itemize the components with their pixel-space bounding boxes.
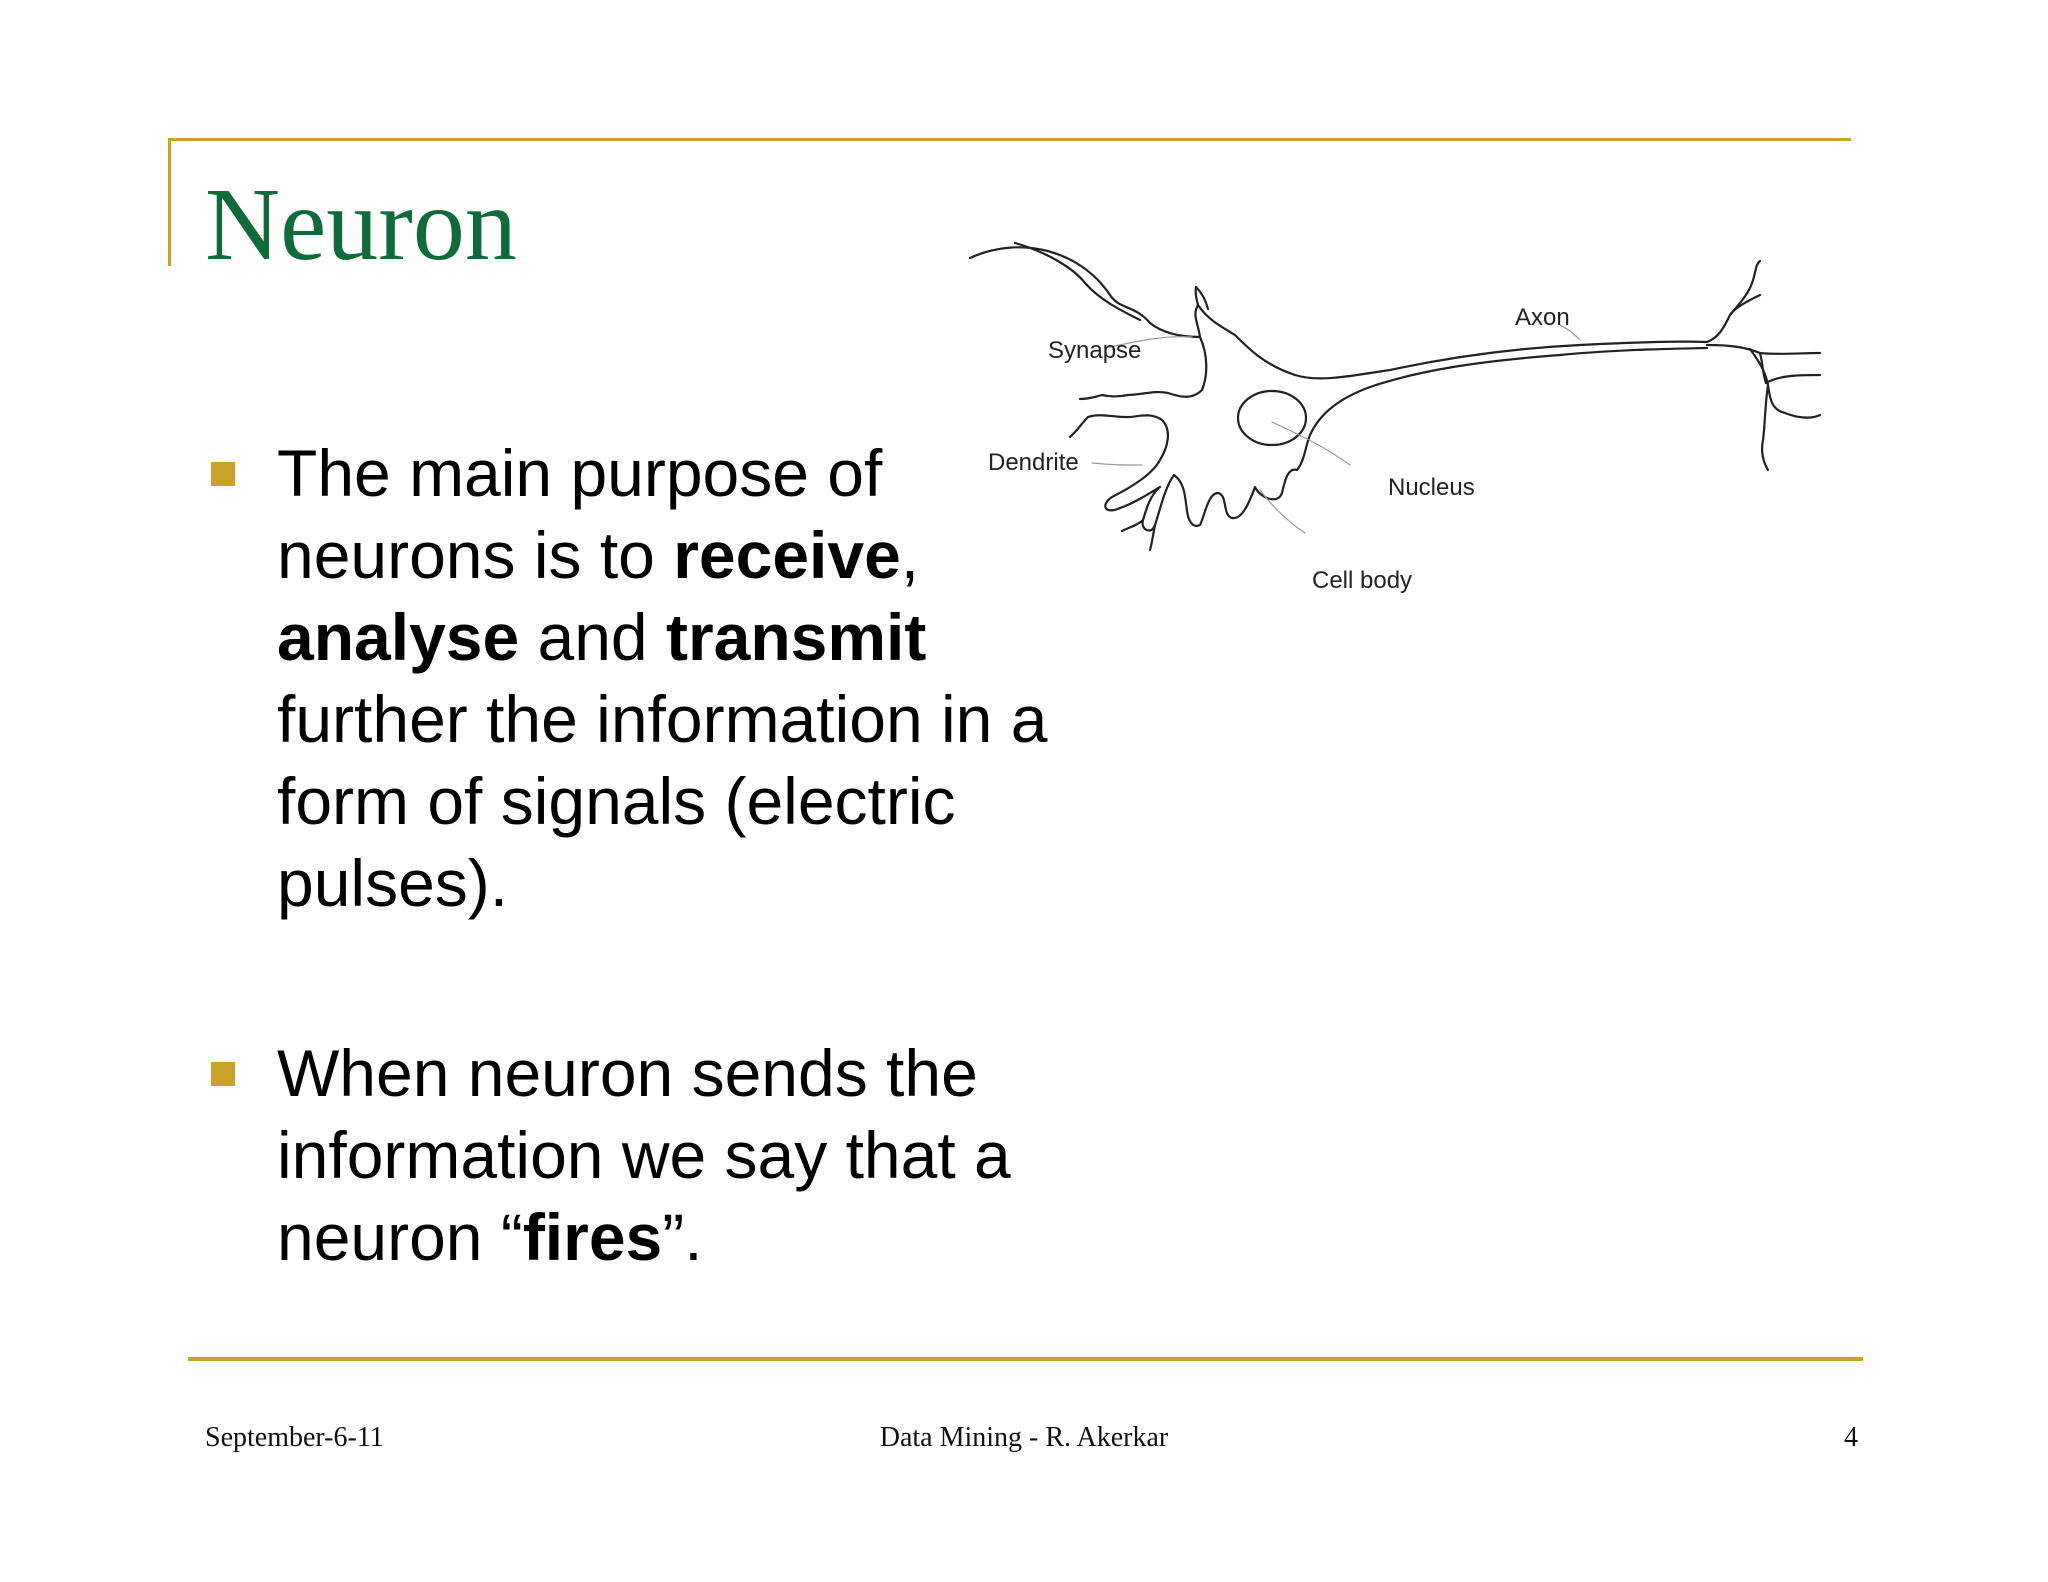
leader-line [1271, 421, 1351, 466]
dendrite-branch [1078, 393, 1104, 401]
nucleus-label: Nucleus [1388, 474, 1475, 501]
dendrite-branch [1194, 285, 1200, 307]
cell-body-outline [1194, 303, 1709, 380]
square-bullet-icon [211, 462, 235, 486]
incoming-fiber [1013, 241, 1142, 322]
cell-body-outline [1086, 346, 1709, 532]
square-bullet-icon [211, 1062, 235, 1086]
leader-line [1091, 462, 1143, 466]
bullet-text-bold: fires [522, 1200, 663, 1274]
axon-terminal [1758, 351, 1822, 385]
bullet-text-part: The main purpose of neurons is to [277, 436, 883, 592]
bullet-text-part: , [900, 518, 920, 592]
footer-divider [188, 1357, 1863, 1361]
axon-terminal [1728, 259, 1762, 317]
slide-title: Neuron [205, 167, 517, 282]
bullet-text-part: When neuron sends the information we say… [277, 1036, 1011, 1274]
bullet-text-part: and [519, 600, 666, 674]
leader-line [1259, 489, 1306, 534]
bullet-text-bold: transmit [665, 600, 927, 674]
title-frame-left-line [168, 138, 171, 266]
dendrite-branch [1194, 285, 1210, 311]
leader-line [1559, 324, 1581, 341]
axon-terminal [1760, 383, 1770, 472]
footer-title: Data Mining - R. Akerkar [879, 1422, 1169, 1453]
bullet-text-bold: analyse [277, 600, 520, 674]
leader-line [1104, 336, 1193, 349]
bullet-item: When neuron sends the information we say… [205, 1032, 1085, 1278]
axon-terminal [1783, 411, 1822, 419]
axon-terminal [1705, 293, 1762, 344]
nucleus-shape [1236, 389, 1308, 447]
neuron-diagram: Synapse Dendrite Axon Nucleus Cell body [960, 225, 1895, 605]
bullet-text-part: ”. [662, 1200, 703, 1274]
dendrite-branch [1120, 518, 1145, 533]
axon-terminal [1705, 343, 1822, 355]
axon-label: Axon [1515, 304, 1570, 331]
bullet-item: The main purpose of neurons is to receiv… [205, 432, 1085, 924]
dendrite-label: Dendrite [988, 449, 1079, 476]
footer-date: September-6-11 [205, 1422, 384, 1453]
bullet-list: The main purpose of neurons is to receiv… [205, 432, 1085, 1386]
title-frame-top-line [168, 138, 1851, 141]
dendrite-branch [1068, 415, 1090, 439]
cell-body-label: Cell body [1312, 567, 1412, 594]
incoming-fiber [968, 246, 1202, 339]
synapse-label: Synapse [1048, 337, 1141, 364]
cell-body-outline [1100, 335, 1208, 398]
page-number: 4 [1844, 1422, 1858, 1453]
bullet-text-part: further the information in a form of sig… [277, 682, 1048, 920]
dendrite-branch [1148, 523, 1157, 552]
bullet-text-bold: receive [673, 518, 901, 592]
